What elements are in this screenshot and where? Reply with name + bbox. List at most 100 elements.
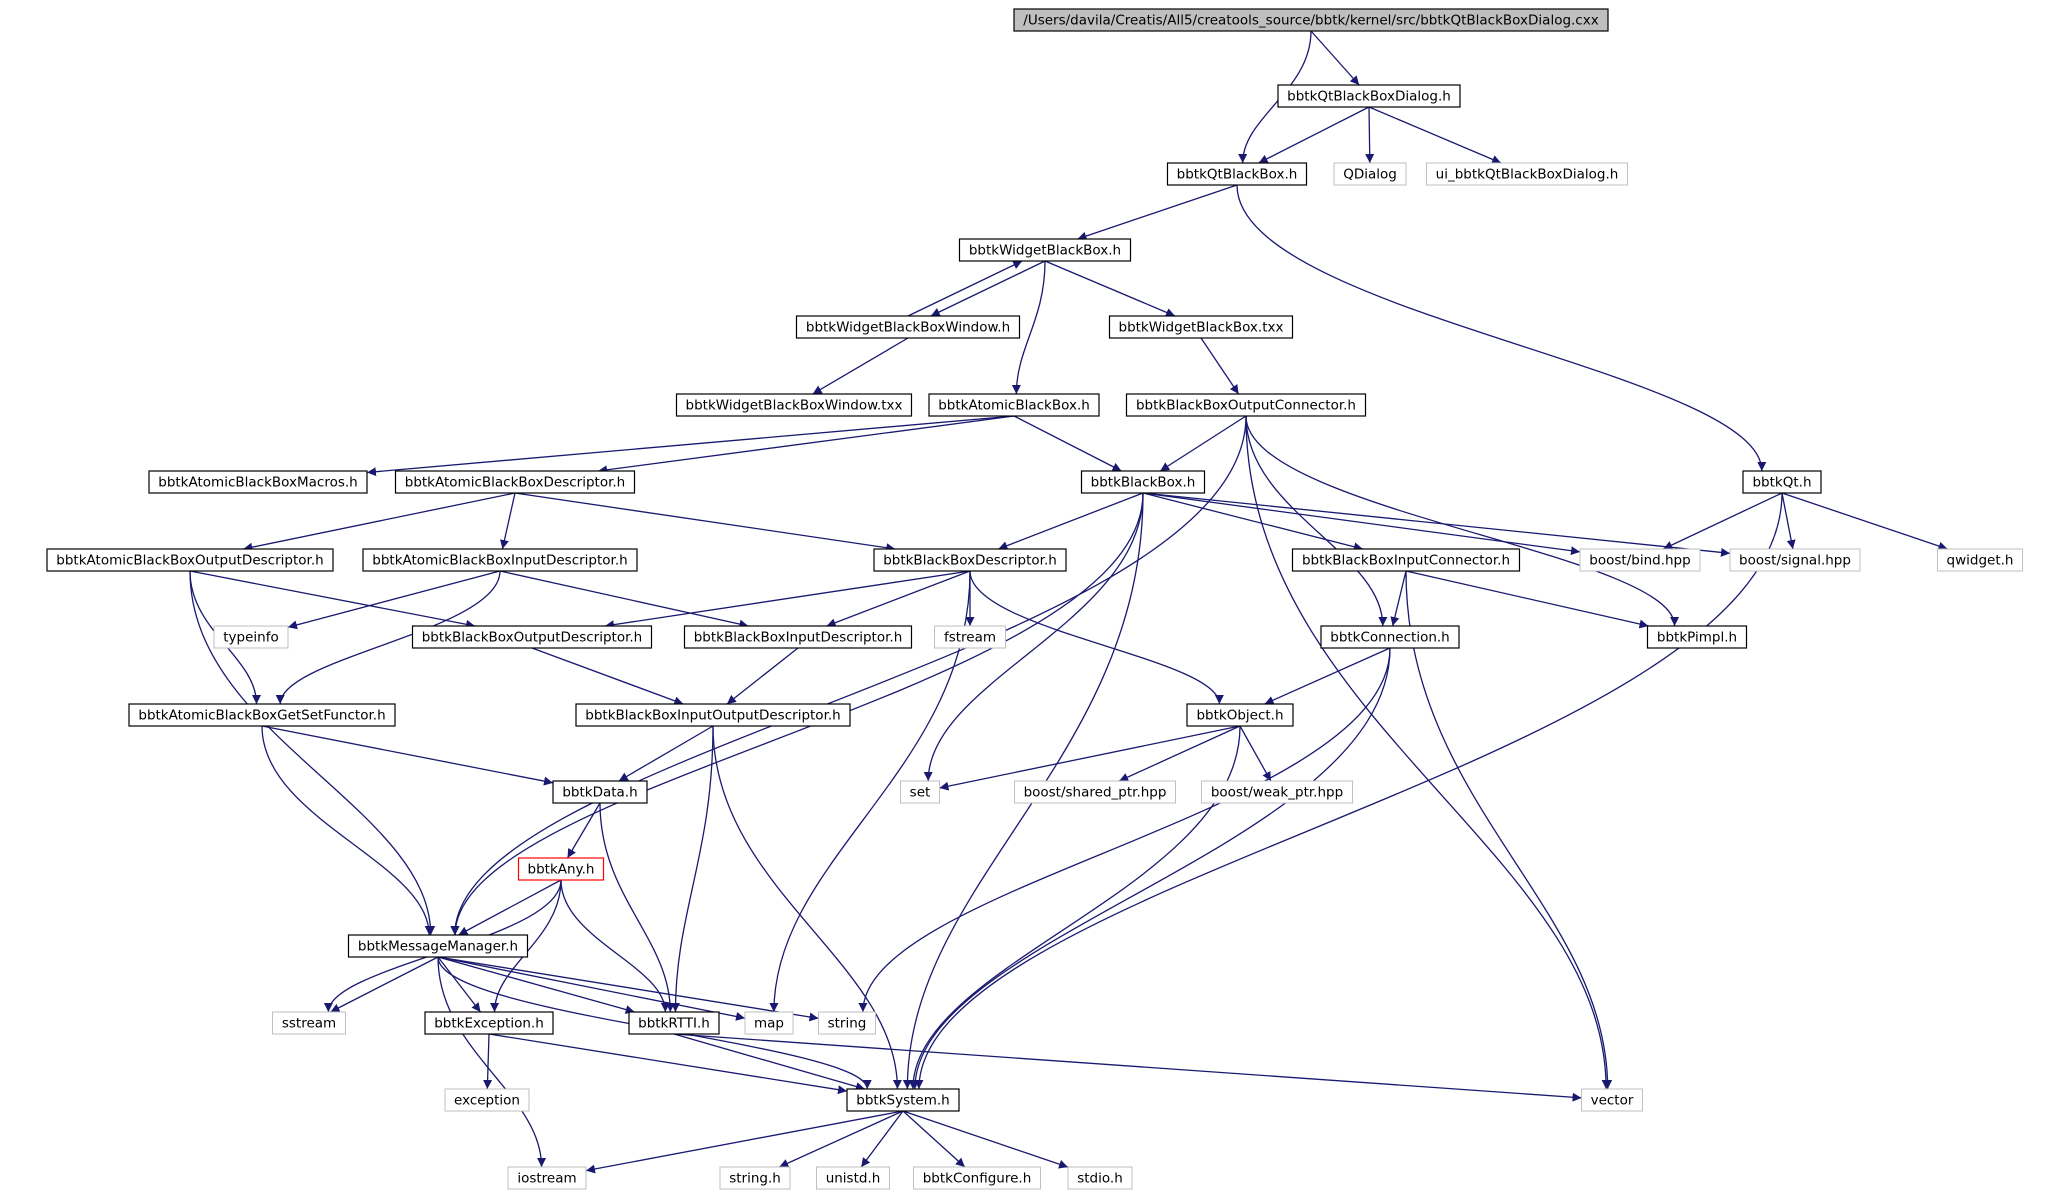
node-label: bbtkMessageManager.h [358, 939, 518, 955]
node-box [675, 393, 913, 417]
node-abb-h[interactable]: bbtkAtomicBlackBox.h [928, 393, 1100, 417]
node-box [128, 703, 396, 727]
node-exception-h[interactable]: bbtkException.h [424, 1011, 554, 1035]
node-box [424, 1011, 554, 1035]
node-qwidget[interactable]: qwidget.h [1937, 548, 2023, 572]
edge-data-h-to-any-h [566, 802, 601, 859]
node-stdio-h[interactable]: stdio.h [1067, 1166, 1133, 1190]
node-map[interactable]: map [744, 1011, 794, 1035]
edge-object-h-to-shared-ptr [1118, 725, 1241, 782]
node-abbid-h[interactable]: bbtkAtomicBlackBoxInputDescriptor.h [362, 548, 638, 572]
node-qtbbdialog-h[interactable]: bbtkQtBlackBoxDialog.h [1277, 84, 1461, 108]
node-exception[interactable]: exception [444, 1088, 530, 1112]
node-system-h[interactable]: bbtkSystem.h [846, 1088, 960, 1112]
node-abbod-h[interactable]: bbtkAtomicBlackBoxOutputDescriptor.h [46, 548, 334, 572]
node-weak-ptr[interactable]: boost/weak_ptr.hpp [1201, 780, 1353, 804]
node-label: bbtkBlackBoxOutputDescriptor.h [422, 630, 643, 646]
node-bbod-h[interactable]: bbtkBlackBoxOutputDescriptor.h [411, 625, 653, 649]
node-label: boost/signal.hpp [1739, 553, 1851, 569]
node-label: vector [1591, 1093, 1634, 1109]
node-box [928, 393, 1100, 417]
node-abbgs-h[interactable]: bbtkAtomicBlackBoxGetSetFunctor.h [128, 703, 396, 727]
node-bbic-h[interactable]: bbtkBlackBoxInputConnector.h [1291, 548, 1521, 572]
node-fstream[interactable]: fstream [934, 625, 1006, 649]
node-bboc-h[interactable]: bbtkBlackBoxOutputConnector.h [1125, 393, 1367, 417]
node-qdialog[interactable]: QDialog [1333, 162, 1407, 186]
node-label: bbtkAtomicBlackBoxOutputDescriptor.h [56, 553, 323, 569]
node-wbbwin-txx[interactable]: bbtkWidgetBlackBoxWindow.txx [675, 393, 913, 417]
node-msgmgr-h[interactable]: bbtkMessageManager.h [347, 934, 529, 958]
node-unistd-h[interactable]: unistd.h [816, 1166, 890, 1190]
edge-bboc-h-to-vector [1245, 415, 1611, 1090]
edge-wbb-h-to-wbb-txx [1044, 260, 1176, 317]
node-box [1166, 162, 1308, 186]
node-bbid-h[interactable]: bbtkBlackBoxInputDescriptor.h [683, 625, 913, 649]
node-box [1277, 84, 1461, 108]
node-label: stdio.h [1077, 1171, 1123, 1187]
node-sstream[interactable]: sstream [272, 1011, 346, 1035]
edge-abbod-h-to-msgmgr-h [189, 570, 436, 936]
edge-msgmgr-h-to-map [437, 956, 746, 1021]
node-data-h[interactable]: bbtkData.h [552, 780, 648, 804]
node-conn-h[interactable]: bbtkConnection.h [1320, 625, 1460, 649]
edge-bboc-h-to-pimpl-h [1245, 415, 1679, 627]
node-box [1742, 470, 1822, 494]
node-box [1186, 703, 1294, 727]
node-box [958, 238, 1132, 262]
node-configure-h[interactable]: bbtkConfigure.h [913, 1166, 1041, 1190]
node-box [148, 470, 368, 494]
edge-bboc-h-to-msgmgr-h [450, 415, 1247, 936]
node-bbiod-h[interactable]: bbtkBlackBoxInputOutputDescriptor.h [575, 703, 851, 727]
node-box [795, 315, 1021, 339]
node-box [213, 625, 289, 649]
edge-bb-h-to-boost-signal [1142, 492, 1731, 557]
node-box [744, 1011, 794, 1035]
node-bb-h[interactable]: bbtkBlackBox.h [1080, 470, 1206, 494]
node-label: bbtkWidgetBlackBox.h [969, 243, 1121, 259]
node-boost-signal[interactable]: boost/signal.hpp [1729, 548, 1861, 572]
node-label: exception [454, 1093, 520, 1109]
edge-qtbbdialog-h-to-qdialog [1365, 106, 1375, 164]
node-label: string.h [729, 1171, 781, 1187]
node-vector[interactable]: vector [1581, 1088, 1643, 1112]
node-rtti-h[interactable]: bbtkRTTI.h [628, 1011, 720, 1035]
node-pimpl-h[interactable]: bbtkPimpl.h [1646, 625, 1748, 649]
edge-abb-h-to-abbdesc-h [598, 415, 1015, 475]
node-typeinfo[interactable]: typeinfo [213, 625, 289, 649]
edge-bbdesc-h-to-object-h [969, 570, 1224, 705]
node-abbmacros-h[interactable]: bbtkAtomicBlackBoxMacros.h [148, 470, 368, 494]
node-box [1014, 780, 1176, 804]
node-wbbwin-h[interactable]: bbtkWidgetBlackBoxWindow.h [795, 315, 1021, 339]
edge-conn-h-to-string [858, 647, 1391, 1013]
node-box [1937, 548, 2023, 572]
node-label: bbtkAtomicBlackBoxInputDescriptor.h [372, 553, 627, 569]
node-object-h[interactable]: bbtkObject.h [1186, 703, 1294, 727]
edge-bb-h-to-system-h [902, 492, 1144, 1090]
edge-root-to-qtbb-h [1238, 30, 1312, 164]
node-wbb-txx[interactable]: bbtkWidgetBlackBox.txx [1108, 315, 1294, 339]
node-abbdesc-h[interactable]: bbtkAtomicBlackBoxDescriptor.h [394, 470, 636, 494]
node-bbdesc-h[interactable]: bbtkBlackBoxDescriptor.h [873, 548, 1067, 572]
node-iostream[interactable]: iostream [507, 1166, 587, 1190]
edge-conn-h-to-object-h [1264, 647, 1391, 705]
node-qt-h[interactable]: bbtkQt.h [1742, 470, 1822, 494]
node-label: fstream [944, 630, 996, 646]
node-set[interactable]: set [900, 780, 940, 804]
node-ui-dialog[interactable]: ui_bbtkQtBlackBoxDialog.h [1426, 162, 1628, 186]
node-string[interactable]: string [818, 1011, 876, 1035]
node-label: bbtkSystem.h [856, 1093, 949, 1109]
node-box [816, 1166, 890, 1190]
edge-abb-h-to-bb-h [1013, 415, 1122, 472]
node-box [1333, 162, 1407, 186]
node-boost-bind[interactable]: boost/bind.hpp [1579, 548, 1701, 572]
node-wbb-h[interactable]: bbtkWidgetBlackBox.h [958, 238, 1132, 262]
edge-abbid-h-to-bbid-h [499, 570, 749, 629]
edge-msgmgr-h-to-sstream [330, 956, 439, 1013]
node-root[interactable]: /Users/davila/Creatis/All5/creatools_sou… [1013, 8, 1609, 32]
node-string-h[interactable]: string.h [719, 1166, 791, 1190]
node-any-h[interactable]: bbtkAny.h [517, 857, 605, 881]
edge-msgmgr-h-to-exception-h [437, 956, 482, 1013]
node-qtbb-h[interactable]: bbtkQtBlackBox.h [1166, 162, 1308, 186]
node-shared-ptr[interactable]: boost/shared_ptr.hpp [1014, 780, 1176, 804]
